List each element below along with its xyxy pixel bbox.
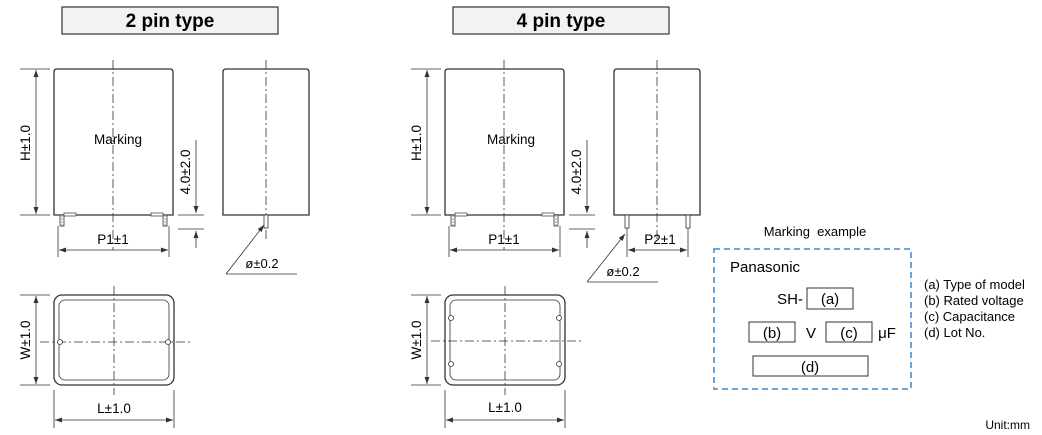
- unit-label: Unit:mm: [985, 418, 1030, 432]
- marking-box-b-label: (b): [763, 325, 781, 342]
- marking-brand: Panasonic: [730, 259, 801, 276]
- marking-box-d: [752, 355, 869, 377]
- two-pin-length-dim: L±1.0: [97, 401, 131, 416]
- two-pin-title: 2 pin type: [126, 11, 215, 32]
- four-pin-front-view: Marking H±1.0 P1±1: [409, 60, 565, 257]
- four-pin-height-dim: H±1.0: [409, 125, 424, 161]
- marking-example-title: Marking example: [764, 224, 867, 239]
- four-pin-width-dim: W±1.0: [409, 321, 424, 360]
- marking-box-d-label: (d): [801, 359, 819, 376]
- two-pin-title-box: [61, 6, 279, 35]
- marking-v-unit: V: [806, 325, 816, 342]
- two-pin-pitch-dim: P1±1: [97, 232, 128, 247]
- two-pin-width-dim: W±1.0: [18, 321, 33, 360]
- marking-box-a-label: (a): [821, 291, 839, 308]
- marking-box-c: [825, 321, 873, 343]
- marking-example-frame: [713, 248, 912, 390]
- four-pin-dia-dim: ø±0.2: [606, 264, 639, 279]
- two-pin-marking-label: Marking: [94, 132, 142, 147]
- four-pin-length-dim: L±1.0: [488, 400, 522, 415]
- four-pin-pitch-dim: P1±1: [488, 232, 519, 247]
- two-pin-section: 2 pin type Marking H±1.0 P1±1: [18, 6, 310, 428]
- four-pin-title: 4 pin type: [517, 11, 606, 32]
- two-pin-side-view: 4.0±2.0 ø±0.2: [178, 60, 310, 275]
- marking-box-c-label: (c): [840, 325, 858, 342]
- four-pin-marking-label: Marking: [487, 132, 535, 147]
- two-pin-height-dim: H±1.0: [18, 125, 33, 161]
- four-pin-section: 4 pin type Marking H±1.0 P1±1: [409, 6, 701, 428]
- marking-uf-unit: μF: [878, 325, 896, 342]
- four-pin-top-view: W±1.0 L±1.0: [409, 286, 581, 428]
- four-pin-side-view: 4.0±2.0 P2±1 ø±0.2: [569, 60, 701, 283]
- marking-box-a: [806, 287, 854, 310]
- four-pin-title-box: [452, 6, 670, 35]
- two-pin-front-view: Marking H±1.0 P1±1: [18, 60, 174, 257]
- two-pin-dia-dim: ø±0.2: [245, 256, 278, 271]
- four-pin-lead-dim: 4.0±2.0: [569, 150, 584, 195]
- legend-item-c: (c) Capacitance: [924, 309, 1015, 324]
- four-pin-pitch2-dim: P2±1: [644, 232, 675, 247]
- marking-example: Marking example Panasonic SH- (a) (b) V …: [713, 224, 912, 390]
- marking-prefix: SH-: [777, 291, 803, 308]
- marking-box-b: [748, 321, 796, 343]
- legend-item-d: (d) Lot No.: [924, 325, 985, 340]
- marking-legend: (a) Type of model (b) Rated voltage (c) …: [924, 277, 1025, 340]
- two-pin-top-view: W±1.0 L±1.0: [18, 286, 190, 428]
- two-pin-lead-dim: 4.0±2.0: [178, 150, 193, 195]
- legend-item-a: (a) Type of model: [924, 277, 1025, 292]
- legend-item-b: (b) Rated voltage: [924, 293, 1024, 308]
